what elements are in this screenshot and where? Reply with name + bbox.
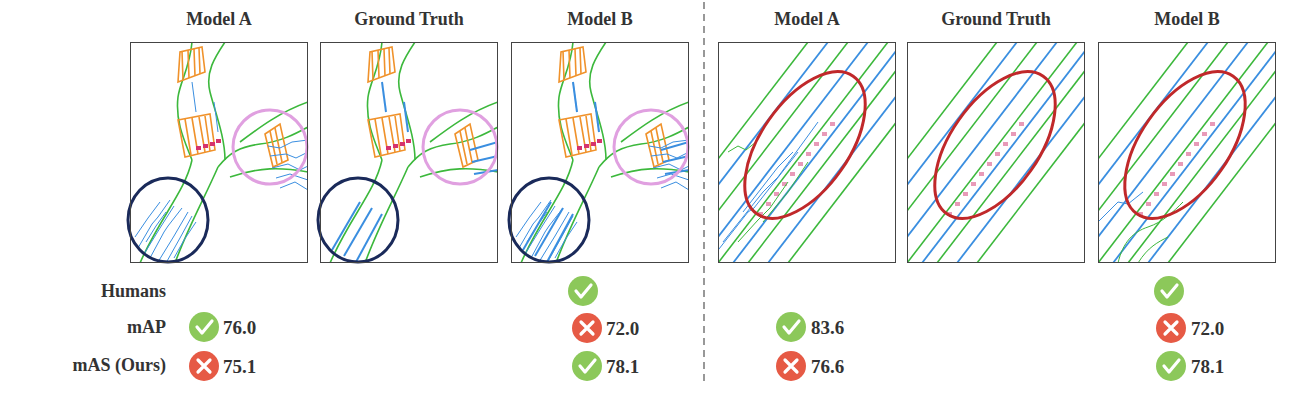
score-value: 72.0 bbox=[606, 319, 639, 338]
map-panel: Model A bbox=[718, 42, 896, 263]
row-label: Humans bbox=[101, 282, 166, 300]
panel-heading: Model A bbox=[699, 9, 915, 30]
score-value: 76.6 bbox=[811, 357, 844, 376]
row-label: mAP bbox=[127, 318, 166, 336]
panel-heading: Model A bbox=[111, 9, 327, 30]
map-panel: Model B bbox=[1098, 42, 1276, 263]
score-value: 83.6 bbox=[811, 318, 844, 337]
map-panel: Model A bbox=[130, 42, 308, 263]
panel-heading: Ground Truth bbox=[301, 9, 517, 30]
score-value: 75.1 bbox=[223, 357, 256, 376]
map-panel: Ground Truth bbox=[320, 42, 498, 263]
score-value: 78.1 bbox=[1191, 357, 1224, 376]
score-value: 76.0 bbox=[223, 318, 256, 337]
panel-heading: Model B bbox=[1079, 9, 1295, 30]
map-panel: Model B bbox=[511, 42, 689, 263]
panel-heading: Ground Truth bbox=[888, 9, 1104, 30]
row-label: mAS (Ours) bbox=[73, 356, 167, 374]
panel-heading: Model B bbox=[492, 9, 708, 30]
score-value: 78.1 bbox=[606, 357, 639, 376]
score-value: 72.0 bbox=[1191, 319, 1224, 338]
map-panel: Ground Truth bbox=[907, 42, 1085, 263]
